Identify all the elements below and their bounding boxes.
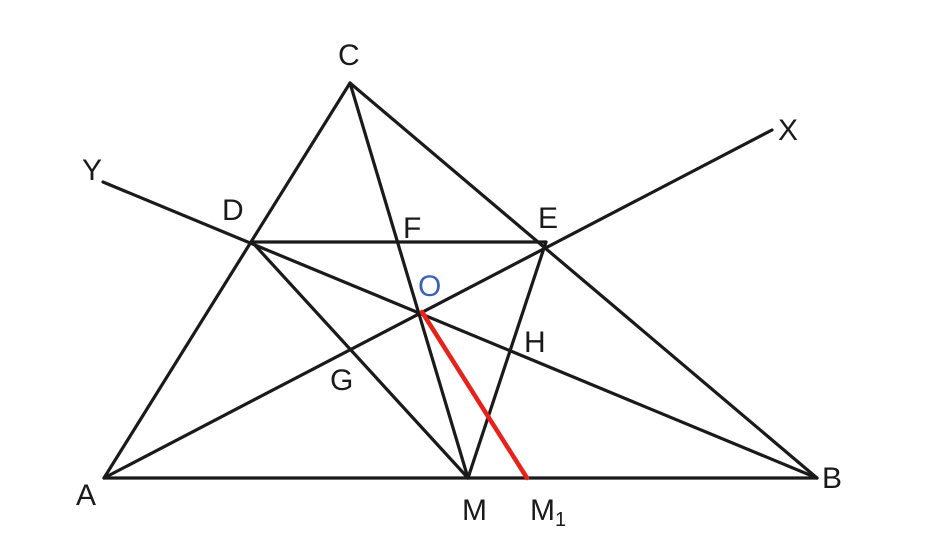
ray-AX <box>102 128 774 480</box>
segment-OM1 <box>419 309 530 481</box>
label-A: A <box>76 479 96 512</box>
label-M1: M1 <box>530 494 566 531</box>
label-X: X <box>778 114 798 147</box>
label-G: G <box>330 364 353 397</box>
ray-BY <box>101 180 819 480</box>
label-M: M <box>462 494 487 527</box>
label-O: O <box>418 270 441 303</box>
label-H: H <box>524 326 546 359</box>
segment-EM <box>466 240 548 480</box>
label-Y: Y <box>82 154 102 187</box>
label-C: C <box>338 39 360 72</box>
segment-DM <box>250 240 470 480</box>
label-B: B <box>822 462 842 495</box>
side-AC <box>102 81 352 480</box>
label-D: D <box>222 194 244 227</box>
side-CB <box>348 81 819 480</box>
label-E: E <box>538 202 558 235</box>
segment-CM <box>348 81 470 480</box>
label-F: F <box>403 212 421 245</box>
